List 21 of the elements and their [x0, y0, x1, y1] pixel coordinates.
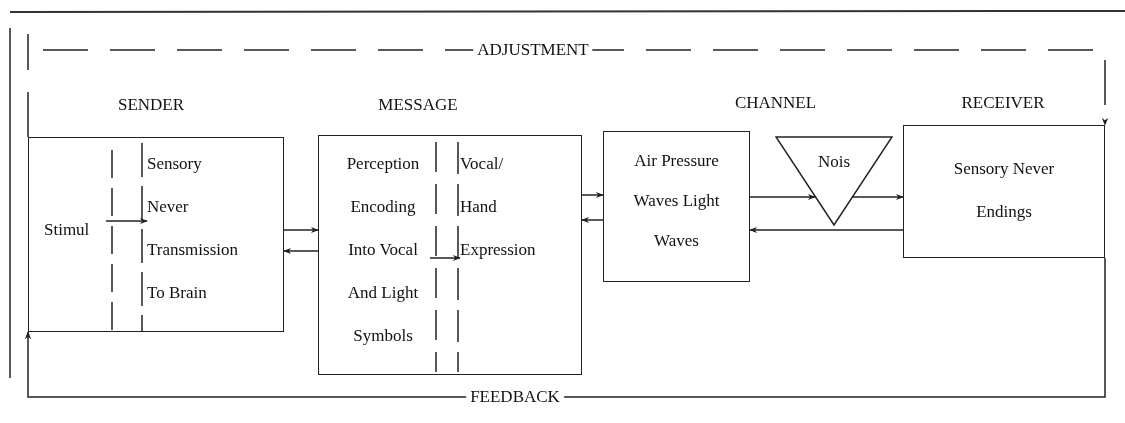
arrow: [283, 226, 319, 234]
arrow: [105, 217, 148, 225]
arrow: [852, 193, 904, 201]
arrow: [581, 191, 604, 199]
node-text: Sensory Never Transmission To Brain: [147, 142, 243, 314]
arrow: [749, 226, 904, 234]
node-text: Perception Encoding Into Vocal And Light Symbols: [336, 142, 430, 357]
arrow: [283, 247, 319, 255]
box-heading: SENDER: [116, 95, 186, 115]
arrow: [24, 257, 1106, 398]
node-text: Nois: [816, 152, 852, 172]
box-heading: MESSAGE: [377, 95, 459, 115]
box-heading: RECEIVER: [960, 93, 1046, 113]
box-text: Air Pressure Waves Light Waves: [632, 150, 721, 252]
node-text: Stimul: [44, 208, 106, 236]
box-heading: CHANNEL: [733, 93, 818, 113]
arrow: [429, 254, 461, 262]
arrow: [749, 193, 816, 201]
box-text: Sensory Never Endings: [952, 158, 1056, 223]
arrow: [581, 216, 604, 224]
node-text: Vocal/ Hand Expression: [460, 142, 542, 272]
